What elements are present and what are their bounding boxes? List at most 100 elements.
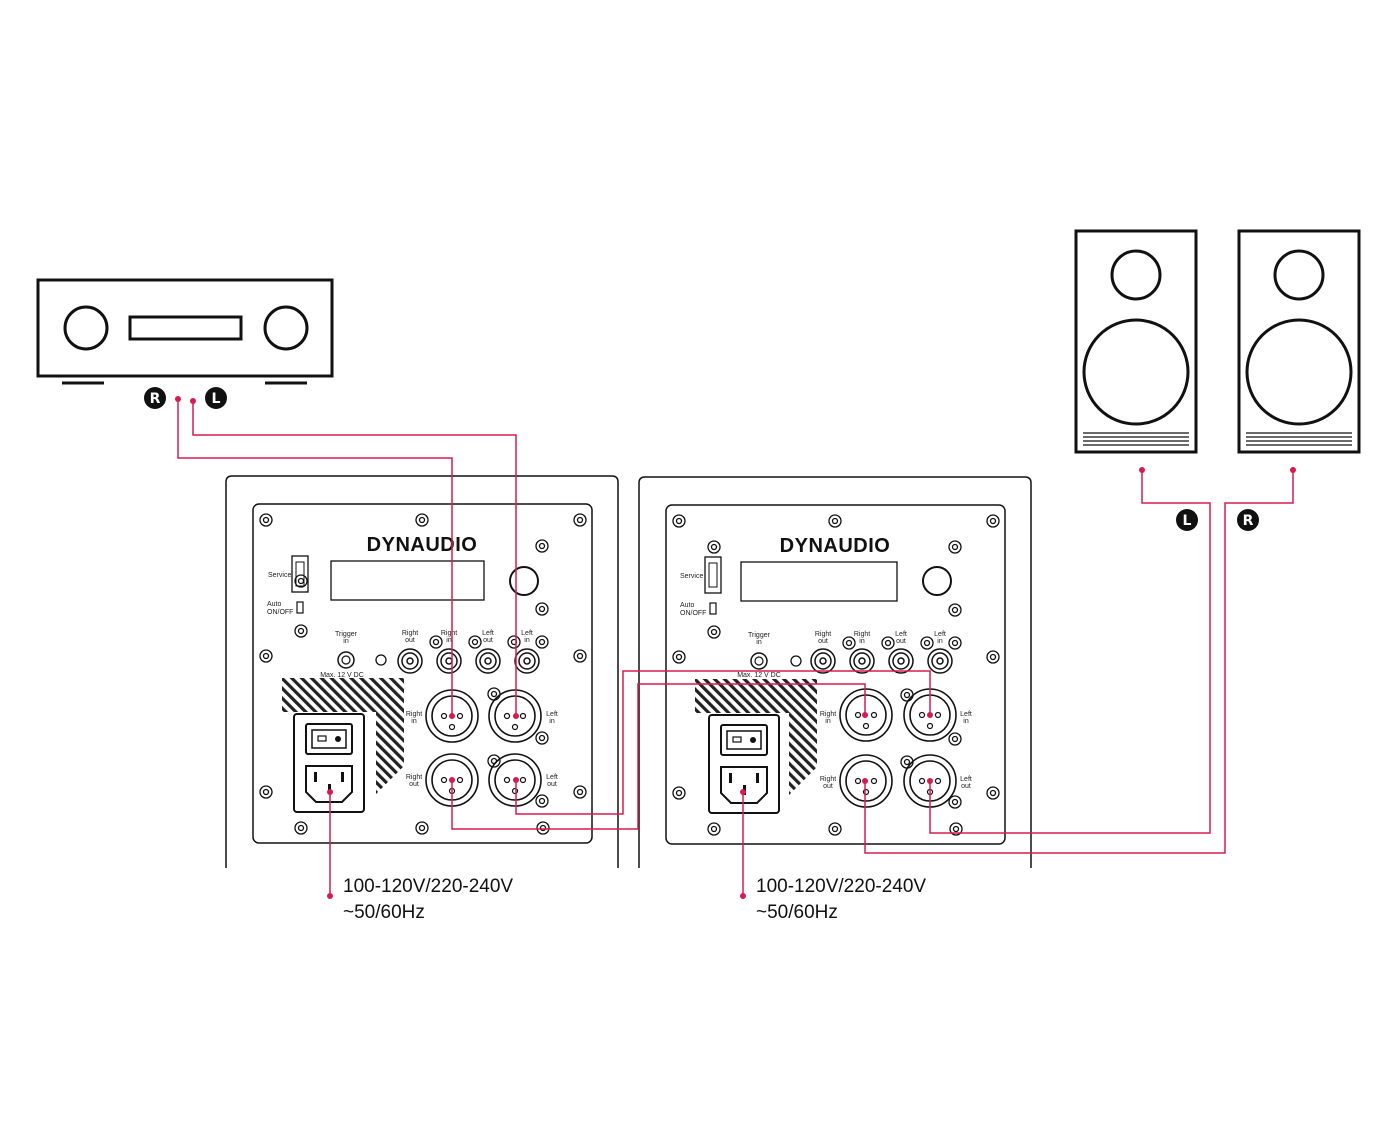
xlr-label: in: [825, 718, 831, 725]
amplifier-display: [128, 315, 243, 341]
badge-label: L: [212, 391, 221, 407]
rca-label: Left: [934, 631, 946, 638]
voltage-spec-line2: ~50/60Hz: [343, 902, 425, 923]
subwoofer-cabinet: [225, 475, 619, 868]
amplifier-left-knob: [63, 305, 109, 351]
woofer-icon: [1082, 318, 1190, 426]
subwoofer-panel: [252, 503, 593, 844]
cable-sub2-right-out-to-speaker-right: [864, 470, 1294, 854]
power-switch: [305, 723, 353, 755]
iec-power-inlet: [720, 766, 768, 804]
signal-cables: [175, 396, 1296, 899]
power-switch: [720, 724, 768, 756]
auto-label-line1: Auto: [267, 601, 282, 608]
voltage-spec-line2: ~50/60Hz: [756, 902, 838, 923]
voltage-spec-line1: 100-120V/220-240V: [756, 876, 926, 897]
xlr-label: Right: [820, 776, 836, 783]
cable-endpoints: [175, 396, 1296, 899]
amplifier-right-knob: [263, 305, 309, 351]
heat-sink-vents: [282, 678, 404, 794]
subwoofer-2: DYNAUDIO Service Auto ON/OFF Trigger in …: [638, 476, 1032, 923]
xlr-label: out: [961, 783, 971, 790]
badge-label: R: [150, 391, 161, 407]
volume-knob-icon: [922, 566, 952, 596]
display-window: [330, 560, 485, 601]
subwoofer-panel: [665, 504, 1006, 845]
amplifier-output-badge-r: R: [144, 387, 166, 409]
service-usb-port: [291, 555, 309, 593]
badge-label: R: [1243, 513, 1254, 529]
trigger-label-line2: in: [343, 638, 349, 645]
xlr-label: Left: [960, 711, 972, 718]
rca-label: Left: [895, 631, 907, 638]
rca-label: Right: [441, 630, 457, 637]
status-led-icon: [375, 654, 387, 666]
speaker-right: [1237, 229, 1361, 454]
speaker-left: [1074, 229, 1198, 454]
screw-icons: [672, 514, 1000, 836]
subwoofer-1: DYNAUDIO Service Auto ON/OFF Trigger in …: [225, 475, 619, 923]
speaker-input-badge-r: R: [1237, 509, 1259, 531]
cable-amp-left-to-sub1-left-in: [192, 401, 517, 716]
rca-label: Right: [815, 631, 831, 638]
cable-sub2-left-out-to-speaker-left: [929, 470, 1211, 834]
auto-on-off-switch: [296, 601, 304, 614]
heat-sink-vents: [695, 679, 817, 795]
xlr-label: in: [411, 718, 417, 725]
xlr-label: Right: [406, 711, 422, 718]
status-led-icon: [790, 655, 802, 667]
woofer-icon: [1245, 318, 1353, 426]
service-usb-port: [704, 556, 722, 594]
rca-jacks: Right out Right in Left out Left in: [397, 630, 540, 674]
trigger-note: Max. 12 V DC: [737, 672, 781, 679]
trigger-label-line1: Trigger: [748, 632, 771, 639]
display-window: [740, 561, 898, 602]
rca-label: in: [446, 637, 452, 644]
xlr-connectors: Right in Left in Right out Left out: [406, 689, 558, 807]
speaker-input-badge-l: L: [1176, 509, 1198, 531]
rca-label: in: [859, 638, 865, 645]
xlr-label: out: [409, 781, 419, 788]
trigger-label-line1: Trigger: [335, 631, 358, 638]
screw-icons: [259, 513, 587, 835]
rca-label: in: [937, 638, 943, 645]
rca-label: Left: [482, 630, 494, 637]
badge-label: L: [1183, 513, 1192, 529]
trigger-input-jack: [337, 651, 355, 669]
service-label: Service: [268, 572, 291, 579]
rca-label: Right: [402, 630, 418, 637]
xlr-label: Right: [820, 711, 836, 718]
auto-label-line2: ON/OFF: [680, 610, 706, 617]
rca-label: Left: [521, 630, 533, 637]
iec-power-inlet: [305, 765, 353, 803]
auto-label-line2: ON/OFF: [267, 609, 293, 616]
trigger-input-jack: [750, 652, 768, 670]
service-label: Service: [680, 573, 703, 580]
cable-sub1-right-out-to-sub2-right-in: [451, 683, 866, 830]
xlr-label: Left: [546, 774, 558, 781]
xlr-label: Left: [546, 711, 558, 718]
volume-knob-icon: [509, 566, 539, 596]
tweeter-icon: [1110, 249, 1162, 301]
auto-on-off-switch: [709, 602, 717, 615]
xlr-connectors: Right in Left in Right out Left out: [820, 688, 972, 808]
tweeter-icon: [1273, 249, 1325, 301]
trigger-label-line2: in: [756, 639, 762, 646]
rca-jacks: Right out Right in Left out Left in: [810, 631, 953, 674]
rca-label: out: [818, 638, 828, 645]
brand-logo: DYNAUDIO: [780, 535, 891, 557]
amplifier-output-badge-l: L: [205, 387, 227, 409]
rca-label: out: [483, 637, 493, 644]
cable-amp-right-to-sub1-right-in: [177, 399, 453, 716]
trigger-note: Max. 12 V DC: [320, 672, 364, 679]
voltage-spec-line1: 100-120V/220-240V: [343, 876, 513, 897]
cable-sub1-left-out-to-sub2-left-in: [515, 670, 931, 815]
brand-logo: DYNAUDIO: [367, 534, 478, 556]
amplifier: R L: [36, 278, 334, 409]
rca-label: in: [524, 637, 530, 644]
xlr-label: out: [823, 783, 833, 790]
xlr-label: out: [547, 781, 557, 788]
xlr-label: in: [549, 718, 555, 725]
xlr-label: in: [963, 718, 969, 725]
